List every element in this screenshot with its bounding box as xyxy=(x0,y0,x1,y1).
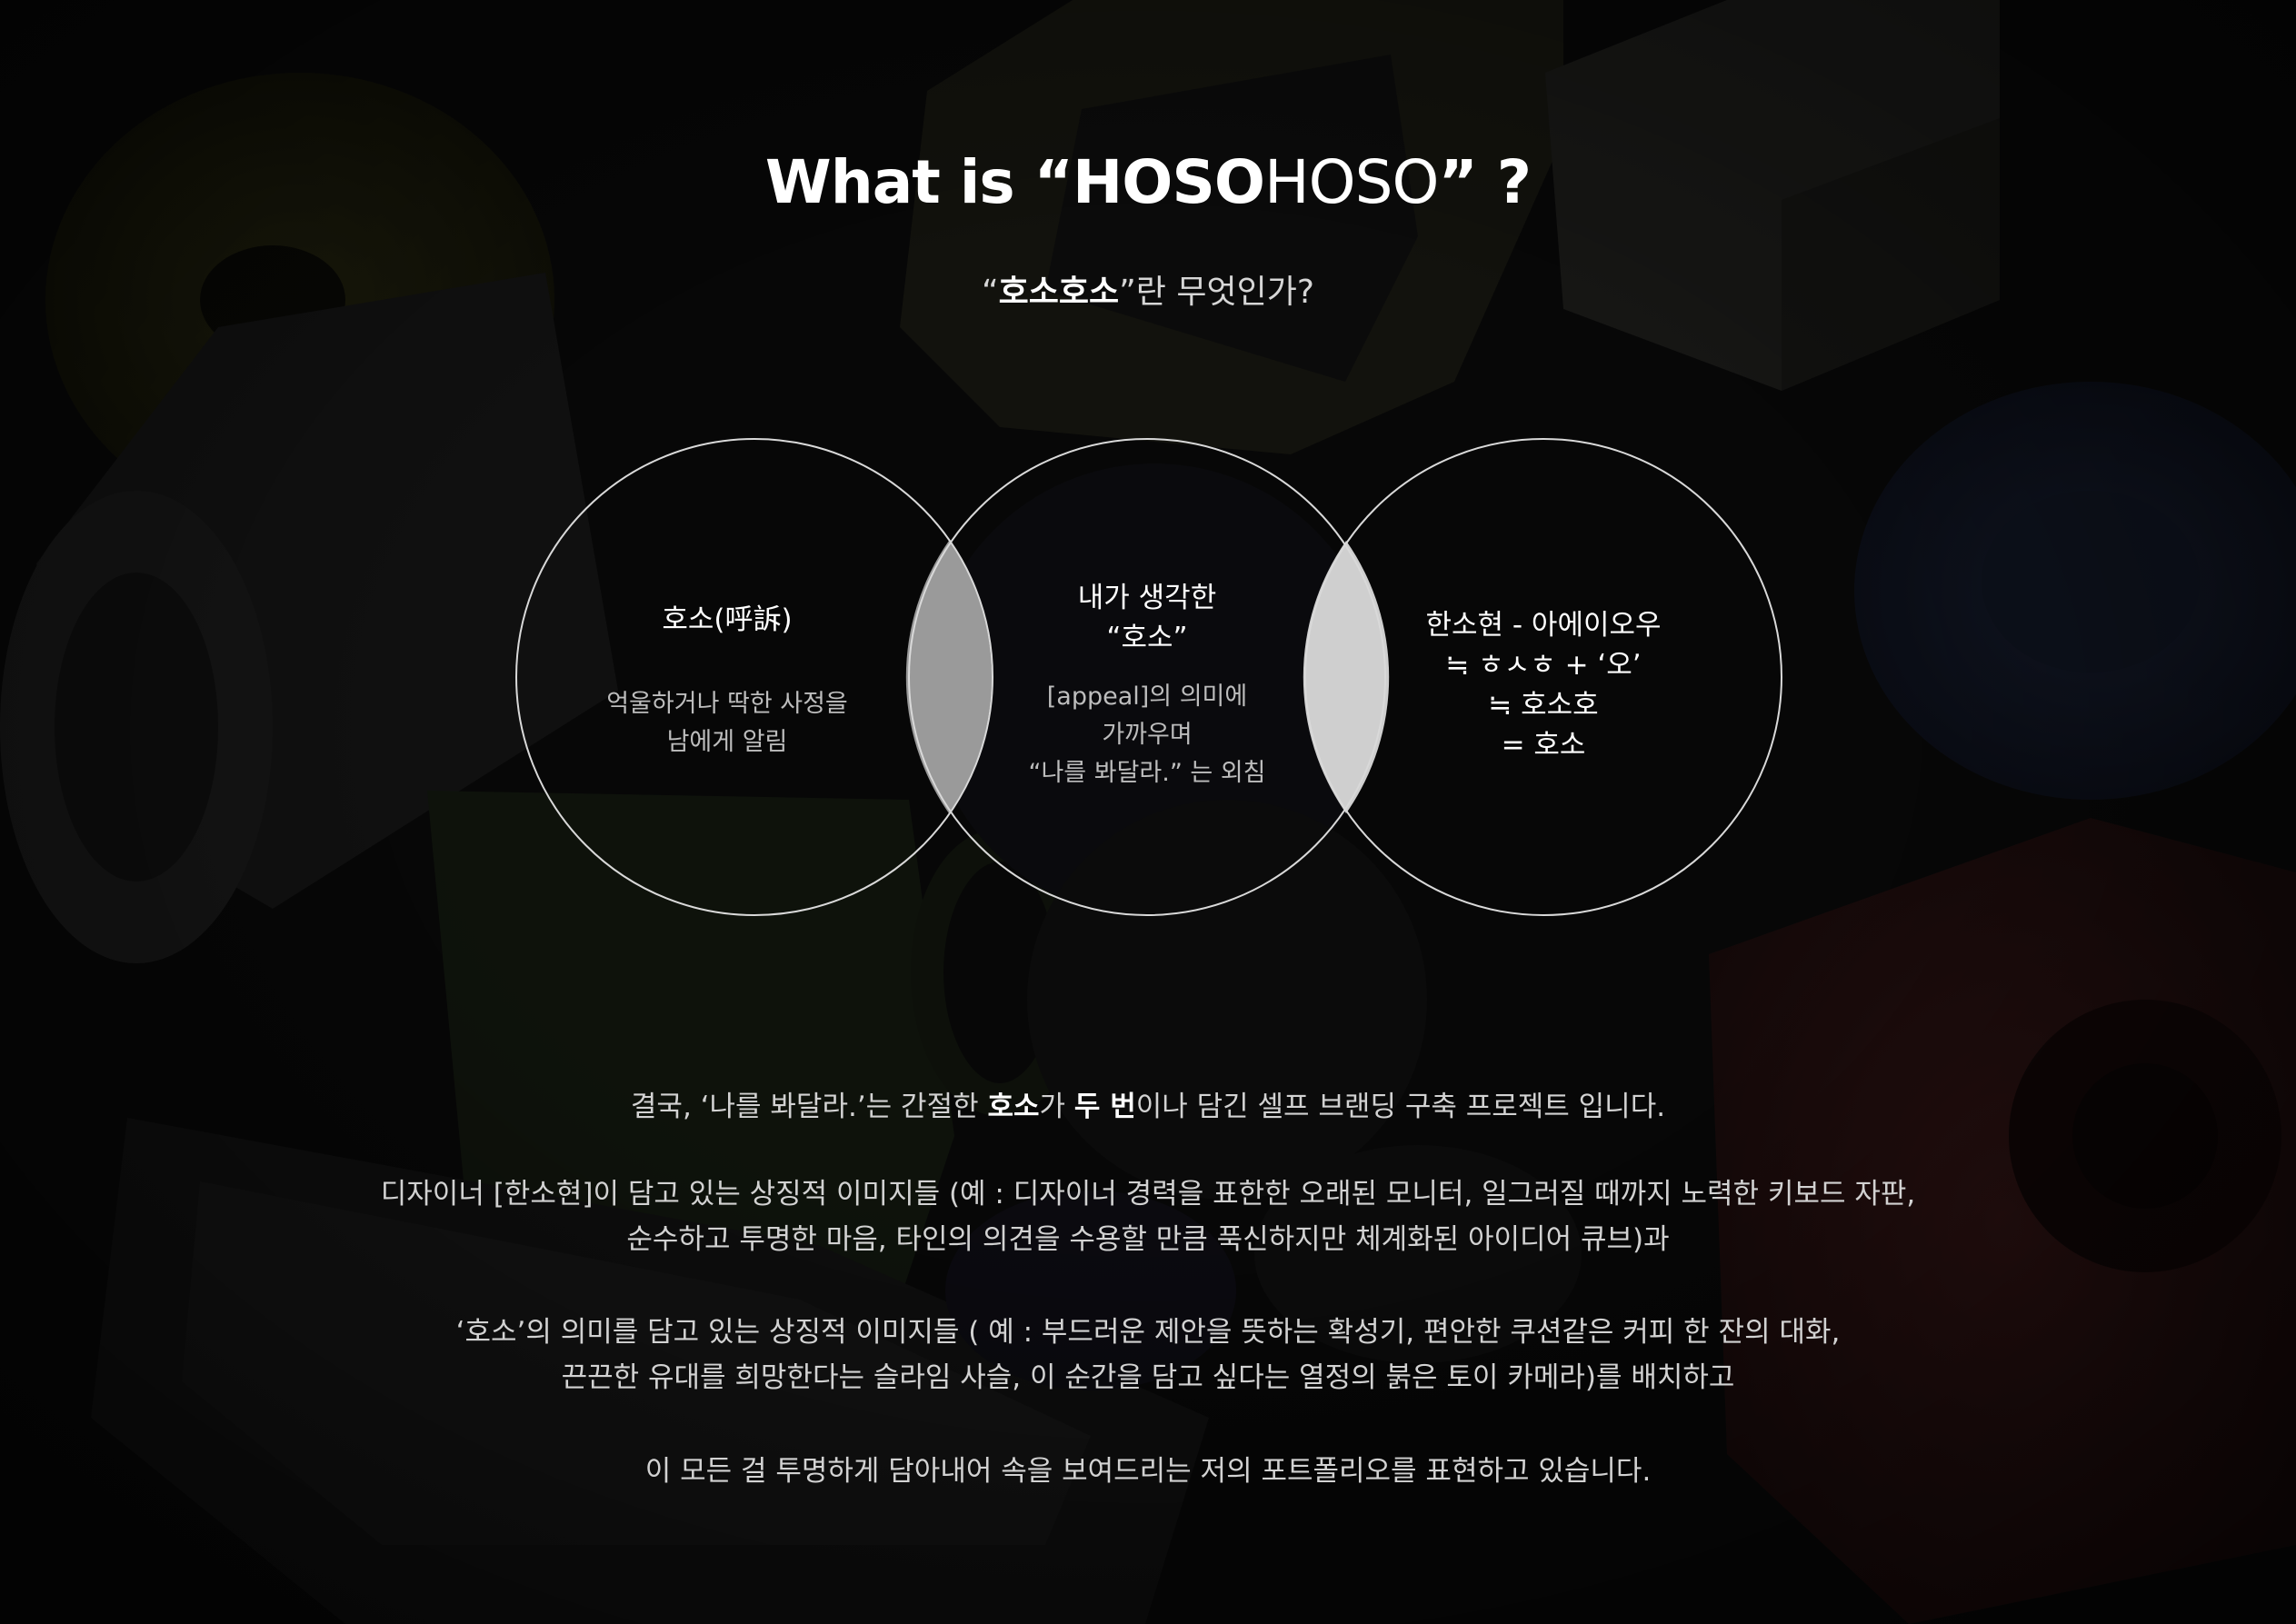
subtitle-rest: ”란 무엇인가? xyxy=(1119,274,1314,311)
p1-part-2: 가 xyxy=(1039,1091,1074,1123)
venn-right-text: 한소현 - 아에이오우 ≒ ㅎㅅㅎ + ‘오’ ≒ 호소호 = 호소 xyxy=(1389,605,1698,765)
title-suffix: ” ? xyxy=(1438,147,1532,217)
venn-middle-desc-3: “나를 봐달라.” 는 외침 xyxy=(1028,759,1266,787)
venn-right-line-3: ≒ 호소호 xyxy=(1488,689,1599,722)
p1-part-1: 결국, ‘나를 봐달라.’는 간절한 xyxy=(630,1091,988,1123)
title-prefix: What is “ xyxy=(764,147,1073,217)
paragraph-2-line-1: 디자이너 [한소현]이 담고 있는 상징적 이미지들 (예 : 디자이너 경력을… xyxy=(380,1178,1916,1211)
venn-left-desc-2: 남에게 알림 xyxy=(666,728,788,756)
circle-right xyxy=(1304,438,1782,916)
title-bold-word: HOSO xyxy=(1073,147,1265,217)
venn-right-line-1: 한소현 - 아에이오우 xyxy=(1425,609,1662,642)
venn-middle-text: 내가 생각한 “호소” [appeal]의 의미에 가까우며 “나를 봐달라.”… xyxy=(993,578,1302,792)
venn-middle-desc-2: 가까우며 xyxy=(1102,721,1193,749)
venn-diagram xyxy=(515,438,1782,916)
page-subtitle: “호소호소”란 무엇인가? xyxy=(0,265,2296,313)
overlap-right-lens xyxy=(1303,541,1390,813)
paragraph-3-line-1: ‘호소’의 의미를 담고 있는 상징적 이미지들 ( 예 : 부드러운 제안을 … xyxy=(455,1316,1841,1349)
circle-middle xyxy=(908,438,1386,916)
paragraph-3-line-2: 끈끈한 유대를 희망한다는 슬라임 사슬, 이 순간을 담고 싶다는 열정의 붉… xyxy=(561,1361,1735,1394)
venn-right-line-4: = 호소 xyxy=(1501,729,1586,762)
p1-part-3: 이나 담긴 셀프 브랜딩 구축 프로젝트 입니다. xyxy=(1135,1091,1666,1123)
venn-right-line-2: ≒ ㅎㅅㅎ + ‘오’ xyxy=(1445,649,1642,682)
venn-middle-heading-1: 내가 생각한 xyxy=(1077,582,1217,614)
paragraph-1: 결국, ‘나를 봐달라.’는 간절한 호소가 두 번이나 담긴 셀프 브랜딩 구… xyxy=(0,1084,2296,1130)
venn-middle-desc-1: [appeal]의 의미에 xyxy=(1046,682,1248,711)
circle-left xyxy=(515,438,993,916)
p1-bold-1: 호소 xyxy=(987,1091,1040,1123)
venn-left-text: 호소(呼訴) 억울하거나 딱한 사정을 남에게 알림 xyxy=(573,600,882,762)
venn-left-desc-1: 억울하거나 딱한 사정을 xyxy=(606,690,848,718)
title-light-word: HOSO xyxy=(1264,147,1439,217)
venn-left-heading: 호소(呼訴) xyxy=(662,603,793,636)
subtitle-bold-word: 호소호소 xyxy=(998,274,1120,311)
p1-bold-2: 두 번 xyxy=(1073,1091,1136,1123)
paragraph-2-line-2: 순수하고 투명한 마음, 타인의 의견을 수용할 만큼 푹신하지만 체계화된 아… xyxy=(626,1223,1670,1256)
overlap-left-lens xyxy=(905,541,993,813)
subtitle-open-quote: “ xyxy=(982,274,999,311)
paragraph-4: 이 모든 걸 투명하게 담아내어 속을 보여드리는 저의 포트폴리오를 표현하고… xyxy=(644,1455,1652,1488)
page-title: What is “HOSOHOSO” ? xyxy=(0,153,2296,213)
venn-middle-heading-2: “호소” xyxy=(1106,622,1188,654)
